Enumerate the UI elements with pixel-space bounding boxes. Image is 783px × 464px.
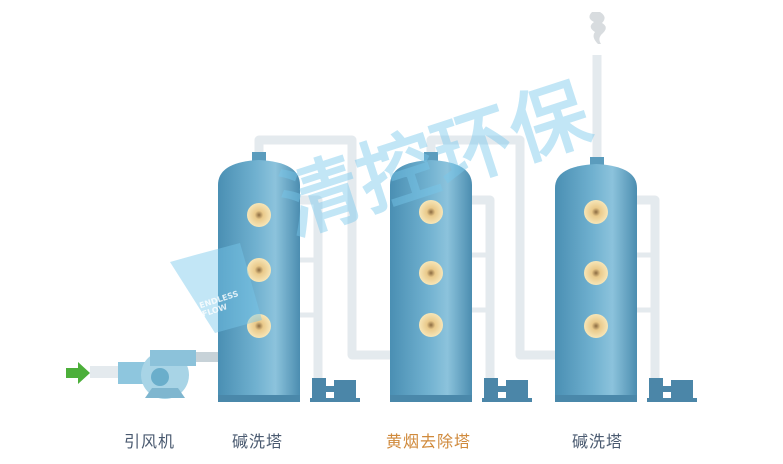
pumps bbox=[310, 378, 697, 402]
watermark-cart-icon bbox=[170, 243, 262, 333]
inlet-arrow-icon bbox=[66, 362, 90, 384]
label-tower-3: 碱洗塔 bbox=[572, 432, 624, 451]
portholes bbox=[247, 200, 608, 338]
label-tower-1: 碱洗塔 bbox=[232, 432, 284, 451]
pipes bbox=[90, 55, 660, 382]
label-fan: 引风机 bbox=[124, 432, 176, 451]
induced-draft-fan bbox=[118, 350, 196, 399]
smoke-icon bbox=[589, 12, 606, 44]
label-tower-2: 黄烟去除塔 bbox=[386, 432, 472, 451]
